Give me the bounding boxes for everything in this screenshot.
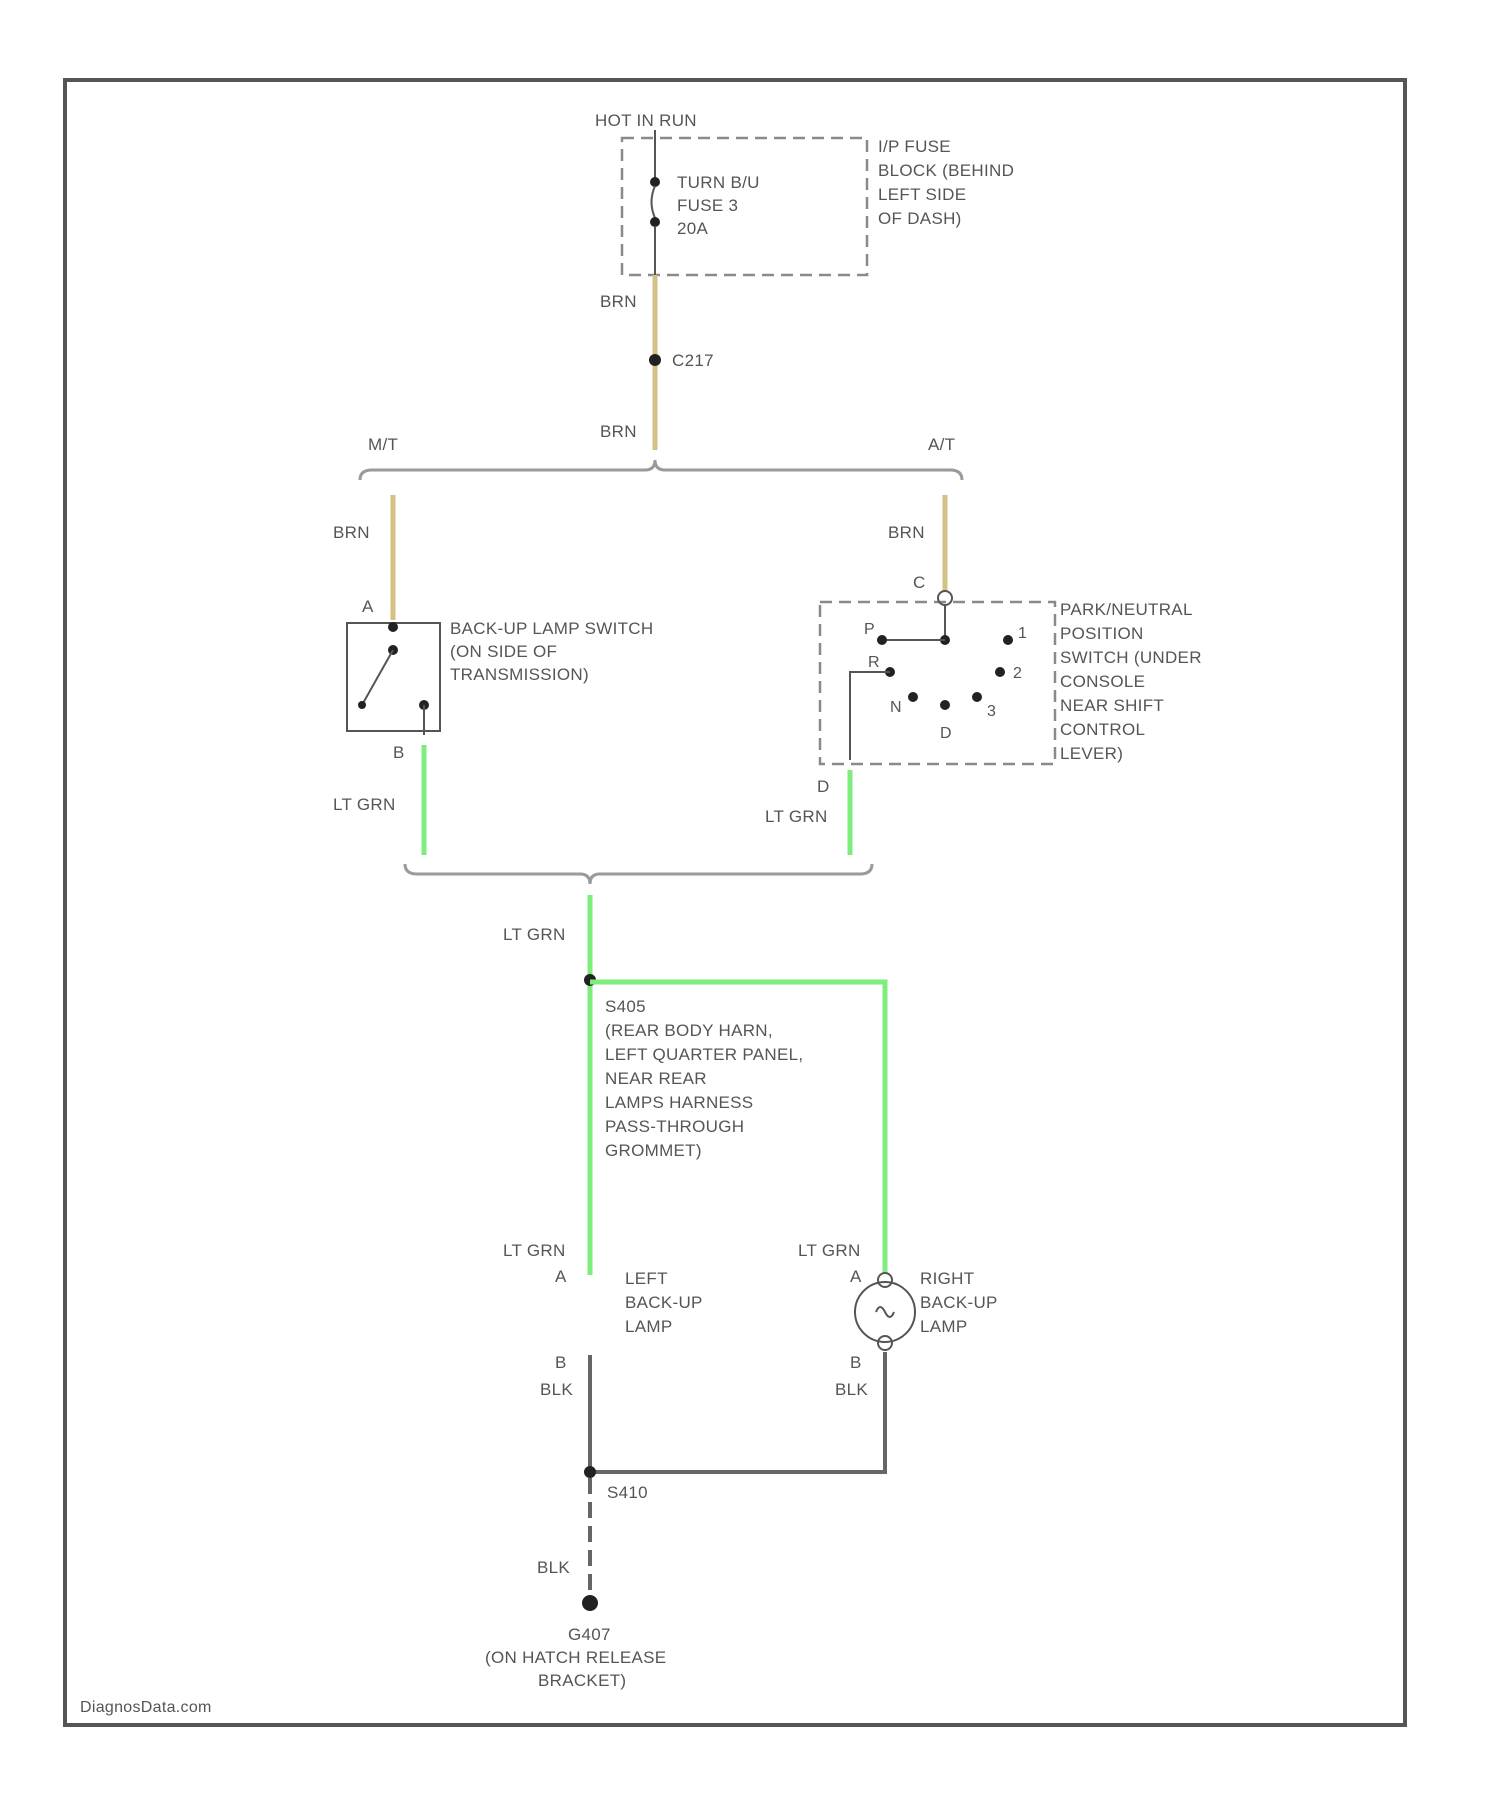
prnd-label-4: CONSOLE xyxy=(1060,672,1145,691)
right-lamp-label-1: RIGHT xyxy=(920,1269,974,1288)
option-brace-lower xyxy=(405,864,872,884)
brn-wire-label-upper: BRN xyxy=(600,292,637,311)
diagram-frame xyxy=(65,80,1405,1725)
connector-c217-label: C217 xyxy=(672,351,714,370)
at-switch-pin-c: C xyxy=(913,573,926,592)
prnd-2-contact xyxy=(995,667,1005,677)
splice-label-2: (REAR BODY HARN, xyxy=(605,1021,773,1040)
brn-wire-label-at: BRN xyxy=(888,523,925,542)
prnd-output-path xyxy=(850,672,890,760)
splice-label-7: GROMMET) xyxy=(605,1141,702,1160)
left-lamp-pin-b: B xyxy=(555,1353,567,1372)
fuse-name-label: TURN B/U xyxy=(677,173,760,192)
backup-switch-contact-end xyxy=(358,701,366,709)
fuse-block-label-2: BLOCK (BEHIND xyxy=(878,161,1014,180)
prnd-label-5: NEAR SHIFT xyxy=(1060,696,1164,715)
mt-switch-pin-a: A xyxy=(362,597,374,616)
brn-wire-label-lower: BRN xyxy=(600,422,637,441)
right-lamp-filament-icon xyxy=(876,1307,894,1317)
splice-label-3: LEFT QUARTER PANEL, xyxy=(605,1045,803,1064)
prnd-label-2: POSITION xyxy=(1060,624,1144,643)
connector-c217-dot xyxy=(649,354,661,366)
backup-switch-body xyxy=(347,623,440,731)
prnd-label-1: PARK/NEUTRAL xyxy=(1060,600,1193,619)
blk-wire-label-right: BLK xyxy=(835,1380,868,1399)
mt-switch-pin-b: B xyxy=(393,743,405,762)
backup-switch-label-3: TRANSMISSION) xyxy=(450,665,589,684)
splice-s410-dot xyxy=(584,1466,596,1478)
blk-wire-label-ground: BLK xyxy=(537,1558,570,1577)
prnd-label-7: LEVER) xyxy=(1060,744,1123,763)
fuse-element-icon xyxy=(652,186,656,218)
hot-in-run-label: HOT IN RUN xyxy=(595,111,697,130)
at-option-label: A/T xyxy=(928,435,955,454)
left-lamp-label-1: LEFT xyxy=(625,1269,668,1288)
right-lamp-terminal-a xyxy=(878,1273,892,1287)
splice-label-4: NEAR REAR xyxy=(605,1069,707,1088)
splice-label-5: LAMPS HARNESS xyxy=(605,1093,753,1112)
prnd-d-contact xyxy=(940,700,950,710)
fuse-block-label-3: LEFT SIDE xyxy=(878,185,966,204)
prnd-3-contact xyxy=(972,692,982,702)
splice-label-6: PASS-THROUGH xyxy=(605,1117,744,1136)
splice-s410-label: S410 xyxy=(607,1483,648,1502)
fuse-rating-label: 20A xyxy=(677,219,709,238)
ground-label-2: (ON HATCH RELEASE xyxy=(485,1648,666,1667)
prnd-pos-3: 3 xyxy=(987,703,996,720)
mt-option-label: M/T xyxy=(368,435,398,454)
prnd-p-contact xyxy=(877,635,887,645)
prnd-pos-d: D xyxy=(940,725,952,742)
ground-g407-icon xyxy=(582,1595,598,1611)
prnd-label-3: SWITCH (UNDER xyxy=(1060,648,1202,667)
fuse-block-label-4: OF DASH) xyxy=(878,209,962,228)
prnd-pos-n: N xyxy=(890,699,902,716)
fuse-terminal-bottom xyxy=(650,217,660,227)
right-lamp-pin-b: B xyxy=(850,1353,862,1372)
blk-wire-right-lamp xyxy=(594,1352,885,1472)
left-lamp-pin-a: A xyxy=(555,1267,567,1286)
option-brace-upper xyxy=(360,460,962,480)
watermark-text: DiagnosData.com xyxy=(80,1699,212,1716)
prnd-pos-p: P xyxy=(864,621,875,638)
brn-wire-label-mt: BRN xyxy=(333,523,370,542)
backup-switch-contact-icon xyxy=(362,650,393,705)
ltgrn-wire-label-mt: LT GRN xyxy=(333,795,396,814)
prnd-pos-r: R xyxy=(868,654,880,671)
fuse-block-outline xyxy=(622,138,867,275)
backup-switch-label-2: (ON SIDE OF xyxy=(450,642,557,661)
left-lamp-label-3: LAMP xyxy=(625,1317,673,1336)
ground-label-1: G407 xyxy=(568,1625,611,1644)
splice-label-1: S405 xyxy=(605,997,646,1016)
fuse-number-label: FUSE 3 xyxy=(677,196,738,215)
ltgrn-wire-label-common: LT GRN xyxy=(503,925,566,944)
backup-switch-terminal-a xyxy=(388,622,398,632)
ltgrn-wire-label-right-lamp: LT GRN xyxy=(798,1241,861,1260)
ground-label-3: BRACKET) xyxy=(538,1671,626,1690)
prnd-pos-2: 2 xyxy=(1013,665,1022,682)
right-lamp-pin-a: A xyxy=(850,1267,862,1286)
at-switch-pin-d: D xyxy=(817,777,830,796)
prnd-n-contact xyxy=(908,692,918,702)
backup-switch-label-1: BACK-UP LAMP SWITCH xyxy=(450,619,653,638)
left-lamp-label-2: BACK-UP xyxy=(625,1293,703,1312)
fuse-block-label-1: I/P FUSE xyxy=(878,137,951,156)
fuse-terminal-top xyxy=(650,177,660,187)
prnd-pos-1: 1 xyxy=(1018,625,1027,642)
ltgrn-wire-label-left-lamp: LT GRN xyxy=(503,1241,566,1260)
right-lamp-label-3: LAMP xyxy=(920,1317,968,1336)
ltgrn-wire-label-at: LT GRN xyxy=(765,807,828,826)
prnd-1-contact xyxy=(1003,635,1013,645)
right-lamp-label-2: BACK-UP xyxy=(920,1293,998,1312)
blk-wire-label-left: BLK xyxy=(540,1380,573,1399)
prnd-label-6: CONTROL xyxy=(1060,720,1145,739)
